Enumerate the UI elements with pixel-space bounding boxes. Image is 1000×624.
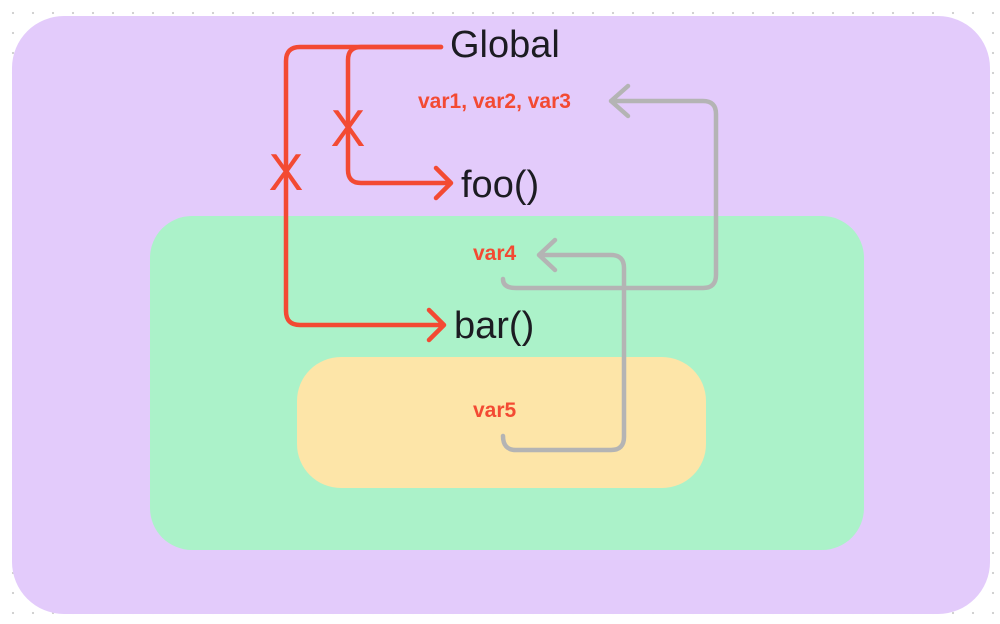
var4-to-global-vars-arrow	[500, 83, 719, 291]
inner-variable-label: var5	[473, 399, 517, 422]
foo-function-label: foo()	[461, 164, 540, 206]
global-to-bar-arrow	[283, 44, 447, 343]
bar-variable-label: var4	[473, 242, 517, 265]
global-variables-label: var1, var2, var3	[418, 90, 571, 113]
var5-to-var4-arrow	[500, 237, 627, 453]
bar-function-label: bar()	[454, 305, 535, 347]
inner-scope-box	[297, 357, 706, 488]
global-scope-label: Global	[450, 24, 560, 66]
blocked-x-marker-foo: X	[331, 100, 366, 158]
blocked-x-marker-bar: X	[269, 144, 304, 202]
